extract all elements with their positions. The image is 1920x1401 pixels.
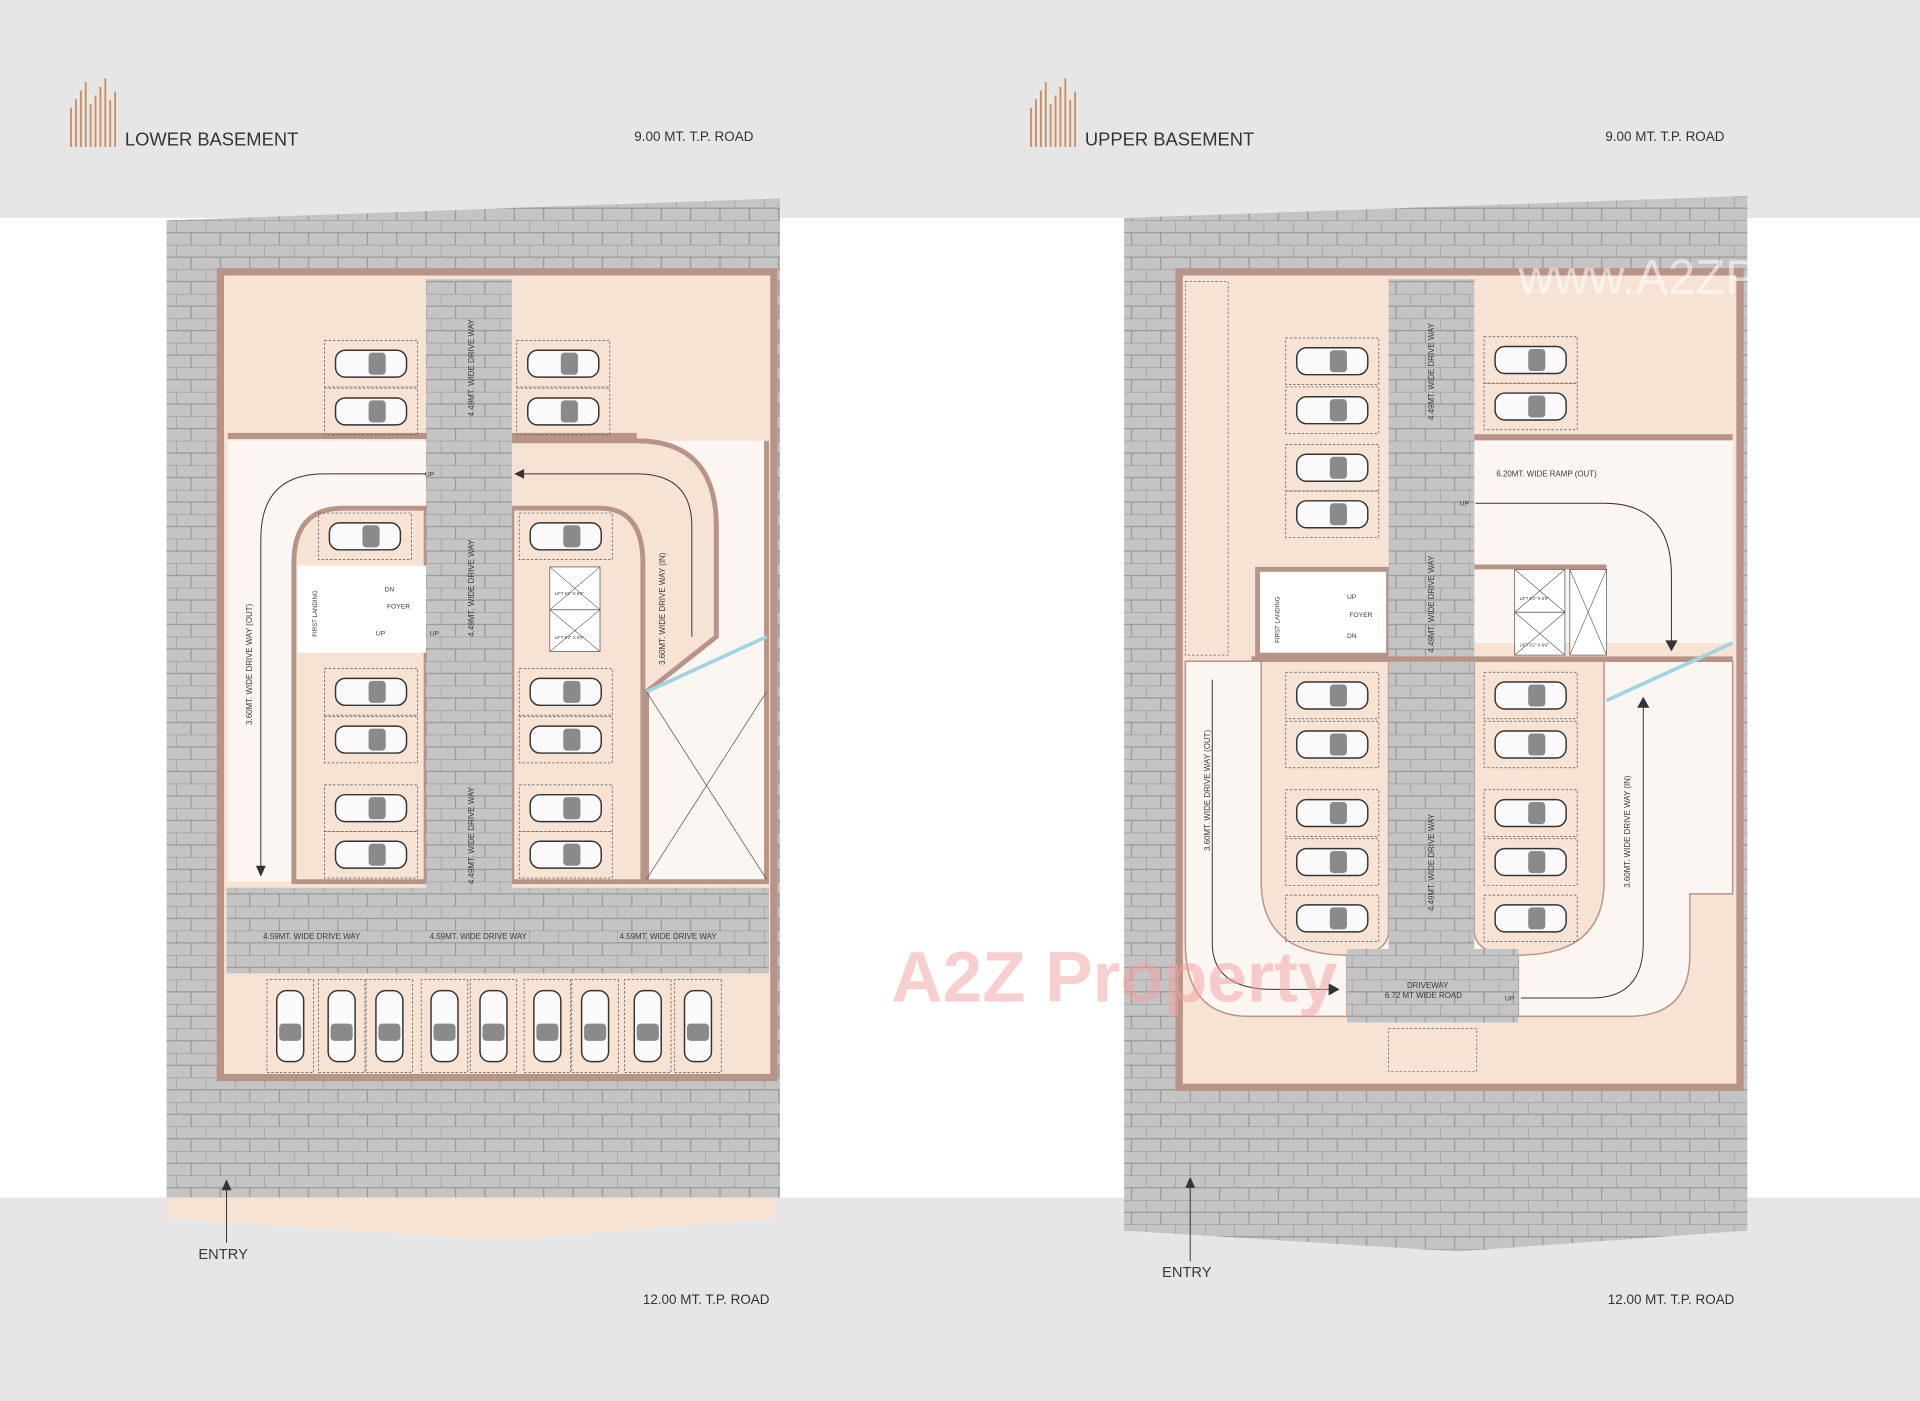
drive-label: 4.49MT. WIDE DRIVE WAY xyxy=(1427,555,1436,653)
entry-label: ENTRY xyxy=(198,1247,248,1263)
drive-out-label: 3.60MT. WIDE DRIVE WAY (OUT) xyxy=(245,603,254,724)
car-icon xyxy=(1483,720,1578,769)
lift-label: LIFT 6'2" X 6'6" xyxy=(1520,643,1550,648)
car-icon xyxy=(1285,838,1380,886)
building-logo-icon xyxy=(1030,78,1077,147)
up-label: UP xyxy=(430,631,440,638)
car-icon xyxy=(523,979,571,1074)
upper-basement-plan: UPPER BASEMENT 9.00 MT. T.P. ROAD 4.49MT… xyxy=(1030,78,1748,1307)
driveway-label: DRIVEWAY xyxy=(1407,981,1449,990)
top-road-label: 9.00 MT. T.P. ROAD xyxy=(634,129,753,144)
dn-label: DN xyxy=(1347,633,1357,640)
entry-label: ENTRY xyxy=(1162,1265,1212,1281)
car-icon xyxy=(624,979,672,1074)
car-icon xyxy=(324,340,418,388)
car-icon xyxy=(1285,720,1380,769)
drive-label: 4.59MT. WIDE DRIVE WAY xyxy=(263,932,361,941)
lower-basement-plan: LOWER BASEMENT 9.00 MT. T.P. ROAD 4.49MT… xyxy=(70,78,781,1307)
up-label: UP xyxy=(1505,995,1515,1002)
foyer xyxy=(297,565,427,653)
car-icon xyxy=(1483,671,1578,720)
car-icon xyxy=(1285,671,1380,720)
driveway-width-label: 6.72 MT WIDE ROAD xyxy=(1385,991,1462,1000)
car-icon xyxy=(1483,382,1578,431)
car-icon xyxy=(266,979,314,1074)
drive-label: 4.49MT. WIDE DRIVE WAY xyxy=(1427,322,1436,420)
drive-out-label: 3.60MT. WIDE DRIVE WAY (OUT) xyxy=(1203,730,1212,851)
lift-label: LIFT 6'2" X 6'6" xyxy=(1520,596,1550,601)
drive-in-label: 3.60MT. WIDE DRIVE WAY (IN) xyxy=(658,552,667,665)
top-road-label: 9.00 MT. T.P. ROAD xyxy=(1605,129,1724,144)
car-icon xyxy=(469,979,518,1074)
side-storage xyxy=(1184,281,1229,656)
parking-spaces xyxy=(266,340,722,1074)
parking-spaces xyxy=(1285,336,1578,943)
drive-in-label: 3.60MT. WIDE DRIVE WAY (IN) xyxy=(1623,775,1632,888)
car-icon xyxy=(516,387,611,436)
car-icon xyxy=(518,784,613,832)
first-landing-label: FIRST LANDING xyxy=(1275,596,1282,643)
up-label: UP xyxy=(376,631,386,638)
car-icon xyxy=(518,715,613,764)
car-icon xyxy=(1483,838,1578,886)
drive-label: 4.49MT. WIDE DRIVE WAY xyxy=(467,319,476,417)
bottom-driveway xyxy=(1346,948,1519,1023)
lift-label: LIFT 6'2" X 6'6" xyxy=(555,591,585,596)
car-icon xyxy=(324,831,418,879)
up-label: UP xyxy=(1460,501,1470,508)
car-icon xyxy=(324,784,418,832)
car-icon xyxy=(674,979,722,1074)
car-icon xyxy=(1285,337,1380,385)
drive-label: 4.49MT. WIDE DRIVE WAY xyxy=(1427,813,1436,911)
car-icon xyxy=(324,668,418,716)
central-driveway xyxy=(1388,279,1475,980)
stairs xyxy=(1388,1028,1478,1072)
car-icon xyxy=(318,512,412,560)
bottom-road-label: 12.00 MT. T.P. ROAD xyxy=(1608,1292,1735,1307)
central-driveway xyxy=(426,279,512,892)
car-icon xyxy=(324,387,418,436)
car-icon xyxy=(1285,894,1380,943)
lift-label: LIFT 6'2" X 6'6" xyxy=(555,635,585,640)
watermark-url: www.A2ZProperty.in xyxy=(1517,251,1920,305)
car-icon xyxy=(571,979,619,1074)
plan-title: UPPER BASEMENT xyxy=(1085,129,1254,150)
building-logo-icon xyxy=(70,78,117,147)
foyer-label: FOYER xyxy=(1349,612,1372,619)
car-icon xyxy=(1483,894,1578,943)
foyer-label: FOYER xyxy=(387,604,410,611)
ramp-out-label: 6.20MT. WIDE RAMP (OUT) xyxy=(1496,469,1597,478)
up-label: UP xyxy=(1347,594,1357,601)
car-icon xyxy=(1285,386,1380,434)
ramp-in xyxy=(511,438,769,885)
drive-label: 4.59MT. WIDE DRIVE WAY xyxy=(430,932,528,941)
dn-label: DN xyxy=(384,586,394,593)
bottom-driveway xyxy=(226,887,769,974)
entry-apron xyxy=(166,1197,776,1241)
car-icon xyxy=(1483,336,1578,384)
up-label: UP xyxy=(425,471,435,478)
car-icon xyxy=(365,979,414,1074)
top-road-band xyxy=(0,0,1920,218)
car-icon xyxy=(1285,490,1380,538)
drive-label: 4.49MT. WIDE DRIVE WAY xyxy=(467,539,476,637)
car-icon xyxy=(518,831,613,879)
car-icon xyxy=(1483,789,1578,837)
car-icon xyxy=(518,512,613,560)
plan-title: LOWER BASEMENT xyxy=(125,129,298,150)
car-icon xyxy=(1285,789,1380,837)
bottom-road-label: 12.00 MT. T.P. ROAD xyxy=(643,1292,770,1307)
watermark-logo: A2Z Property xyxy=(891,939,1337,1018)
car-icon xyxy=(324,715,418,764)
drive-label: 4.59MT. WIDE DRIVE WAY xyxy=(620,932,718,941)
car-icon xyxy=(518,668,613,716)
car-icon xyxy=(516,340,611,388)
drive-label: 4.49MT. WIDE DRIVE WAY xyxy=(467,786,476,884)
car-icon xyxy=(318,979,366,1074)
car-icon xyxy=(1285,444,1380,492)
car-icon xyxy=(420,979,469,1074)
first-landing-label: FIRST LANDING xyxy=(312,590,319,637)
